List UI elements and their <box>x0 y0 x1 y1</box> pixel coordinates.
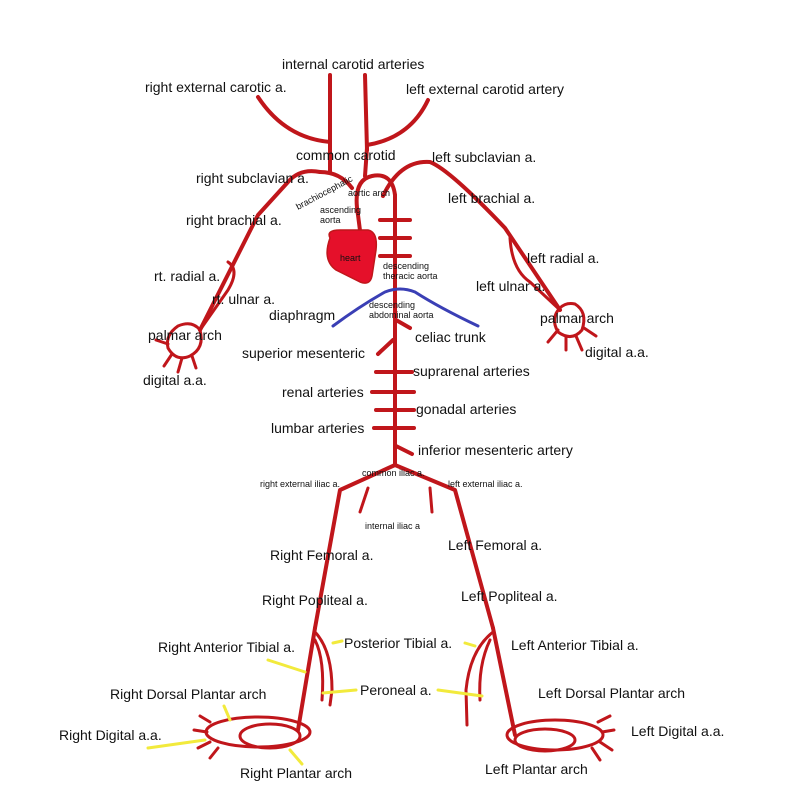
label-peroneal: Peroneal a. <box>360 682 432 698</box>
renal-gonadal-lumbar-vessels <box>370 370 416 430</box>
label-rt-radial: rt. radial a. <box>154 268 220 284</box>
label-left-plantar: Left Plantar arch <box>485 761 588 777</box>
label-digital-left: digital a.a. <box>585 344 649 360</box>
thoracic-branch-vessels <box>378 218 412 258</box>
label-left-femoral: Left Femoral a. <box>448 537 542 553</box>
pointer-right-plantar <box>288 748 304 766</box>
label-digital-right: digital a.a. <box>143 372 207 388</box>
left-iliac-femoral-vessel <box>393 463 495 630</box>
left-common-carotid-vessel <box>363 146 369 178</box>
left-foot-digital-vessels <box>590 714 616 762</box>
label-common-carotid: common carotid <box>296 147 396 163</box>
right-dorsal-arch-vessel <box>204 715 312 749</box>
pointer-peroneal-right <box>321 688 358 695</box>
right-internal-iliac-vessel <box>358 486 370 514</box>
left-arm-vessel <box>381 159 562 312</box>
labels: internal carotid arteries right external… <box>59 56 724 781</box>
artery-network <box>154 73 616 762</box>
label-palmar-arch-left: palmar arch <box>540 310 614 326</box>
right-foot-digital-vessels <box>192 714 220 760</box>
label-heart: heart <box>340 253 361 263</box>
label-left-popliteal: Left Popliteal a. <box>461 588 558 604</box>
label-common-iliac: common iliac a. <box>362 468 425 478</box>
label-celiac-trunk: celiac trunk <box>415 329 487 345</box>
label-left-digital: Left Digital a.a. <box>631 723 724 739</box>
left-external-carotid-vessel <box>365 98 430 147</box>
label-lumbar: lumbar arteries <box>271 420 364 436</box>
left-internal-iliac-vessel <box>428 486 434 514</box>
brachiocephalic-vessel <box>318 170 354 190</box>
left-dorsal-arch-vessel <box>505 718 605 752</box>
label-right-brachial: right brachial a. <box>186 212 282 228</box>
superior-mesenteric-vessel <box>376 338 395 356</box>
label-right-external-iliac: right external iliac a. <box>260 479 340 489</box>
left-radial-ulnar-vessel <box>508 236 562 312</box>
pointer-right-dorsal-plantar <box>222 704 232 722</box>
label-right-dorsal-plantar: Right Dorsal Plantar arch <box>110 686 266 702</box>
inferior-mesenteric-vessel <box>394 444 414 456</box>
label-descending-thoracic-line1: descending <box>383 261 429 271</box>
label-posterior-tibial: Posterior Tibial a. <box>344 635 452 651</box>
label-ascending-aorta-line2: aorta <box>320 215 341 225</box>
label-descending-abdominal-line1: descending <box>369 300 415 310</box>
label-rt-ulnar: rt. ulnar a. <box>212 291 275 307</box>
pointer-right-anterior-tibial <box>266 658 307 674</box>
label-inferior-mesenteric: inferior mesenteric artery <box>418 442 573 458</box>
label-right-anterior-tibial: Right Anterior Tibial a. <box>158 639 295 655</box>
left-anterior-tibial-vessel <box>491 626 517 737</box>
label-right-digital: Right Digital a.a. <box>59 727 162 743</box>
label-suprarenal: suprarenal arteries <box>413 363 530 379</box>
pointer-posterior-tibial-right <box>331 639 344 645</box>
right-posterior-tibial-vessel <box>313 630 334 707</box>
label-diaphragm: diaphragm <box>269 307 335 323</box>
label-descending-abdominal-line2: abdominal aorta <box>369 310 434 320</box>
label-internal-iliac: internal iliac a <box>365 521 420 531</box>
label-left-dorsal-plantar: Left Dorsal Plantar arch <box>538 685 685 701</box>
pointer-lines <box>146 639 484 766</box>
diaphragm-line <box>331 287 480 328</box>
label-ascending-aorta-line1: ascending <box>320 205 361 215</box>
label-left-subclavian: left subclavian a. <box>432 149 536 165</box>
pointer-posterior-tibial-left <box>463 641 477 648</box>
right-palmar-arch-vessel <box>166 322 203 360</box>
celiac-trunk-vessel <box>394 318 412 330</box>
label-left-external-carotid: left external carotid artery <box>406 81 564 97</box>
label-internal-carotid: internal carotid arteries <box>282 56 424 72</box>
label-left-ulnar: left ulnar a. <box>476 278 545 294</box>
left-peroneal-vessel <box>478 638 492 702</box>
label-left-external-iliac: left external iliac a. <box>448 479 523 489</box>
label-right-popliteal: Right Popliteal a. <box>262 592 368 608</box>
label-right-external-carotid: right external carotic a. <box>145 79 287 95</box>
left-posterior-tibial-vessel <box>464 630 495 727</box>
label-descending-thoracic-line2: theracic aorta <box>383 271 438 281</box>
right-arm-vessel <box>198 169 322 332</box>
label-right-subclavian: right subclavian a. <box>196 170 309 186</box>
label-renal: renal arteries <box>282 384 364 400</box>
heart-shape <box>326 229 378 284</box>
left-palmar-arch-vessel <box>553 302 586 338</box>
right-anterior-tibial-vessel <box>296 626 317 732</box>
left-internal-carotid-vessel <box>363 73 369 152</box>
label-left-radial: left radial a. <box>527 250 599 266</box>
label-gonadal: gonadal arteries <box>416 401 516 417</box>
label-aortic-arch: aortic arch <box>348 188 390 198</box>
right-hand-digital-vessels <box>154 338 198 374</box>
right-peroneal-vessel <box>313 638 325 702</box>
label-right-femoral: Right Femoral a. <box>270 547 373 563</box>
right-radial-ulnar-vessel <box>198 260 236 332</box>
left-hand-digital-vessels <box>546 326 598 352</box>
label-palmar-arch-right: palmar arch <box>148 327 222 343</box>
label-left-brachial: left brachial a. <box>448 190 535 206</box>
label-superior-mesenteric: superior mesenteric <box>242 345 365 361</box>
pointer-peroneal-left <box>436 688 484 698</box>
label-right-plantar: Right Plantar arch <box>240 765 352 781</box>
pointer-right-digital <box>146 738 207 750</box>
label-left-anterior-tibial: Left Anterior Tibial a. <box>511 637 639 653</box>
right-external-carotid-vessel <box>256 95 332 144</box>
right-iliac-femoral-vessel <box>313 463 397 630</box>
